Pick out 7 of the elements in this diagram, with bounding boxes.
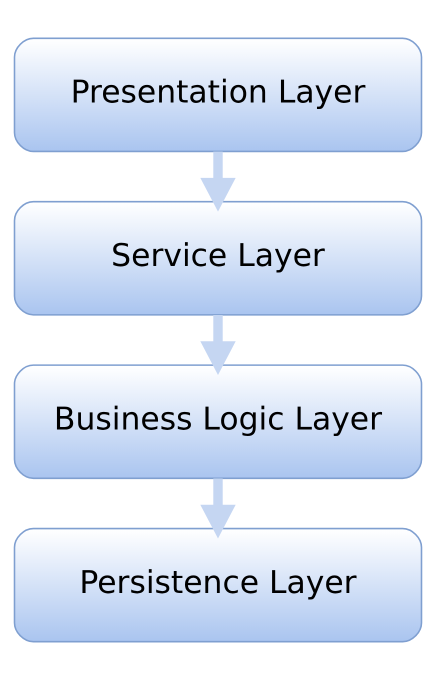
node-box: Presentation Layer: [14, 37, 422, 152]
node-box: Business Logic Layer: [14, 364, 422, 479]
node-box: Persistence Layer: [14, 527, 422, 642]
arrow: [200, 314, 236, 375]
arrow: [200, 478, 236, 538]
node-box: Service Layer: [14, 200, 422, 316]
arrow: [200, 151, 236, 212]
